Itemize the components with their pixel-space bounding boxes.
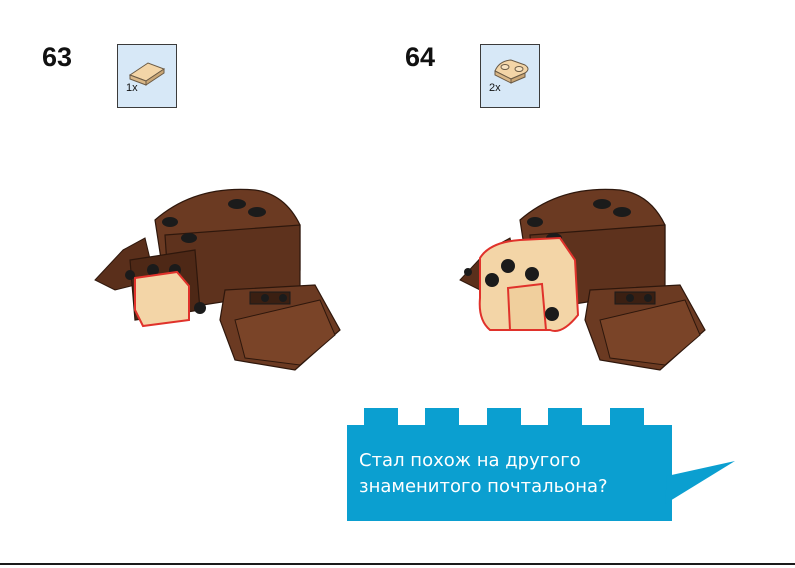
part-quantity: 1x bbox=[126, 82, 138, 94]
parts-callout-64: 2x bbox=[480, 44, 540, 108]
speech-bubble-text: Стал похож на другого знаменитого почтал… bbox=[359, 448, 679, 500]
step-number-64: 64 bbox=[405, 42, 435, 73]
parts-callout-63: 1x bbox=[117, 44, 177, 108]
model-step-64-illustration bbox=[450, 180, 715, 380]
speech-bubble: Стал похож на другого знаменитого почтал… bbox=[347, 408, 737, 523]
page-bottom-rule bbox=[0, 563, 795, 565]
step-number-63: 63 bbox=[42, 42, 72, 73]
part-quantity: 2x bbox=[489, 82, 501, 94]
speech-line-1: Стал похож на другого bbox=[359, 448, 679, 474]
speech-line-2: знаменитого почтальона? bbox=[359, 474, 679, 500]
tan-curved-plate-icon bbox=[481, 45, 541, 109]
tan-tile-1x2-icon bbox=[118, 45, 178, 109]
model-step-63-illustration bbox=[85, 180, 350, 380]
